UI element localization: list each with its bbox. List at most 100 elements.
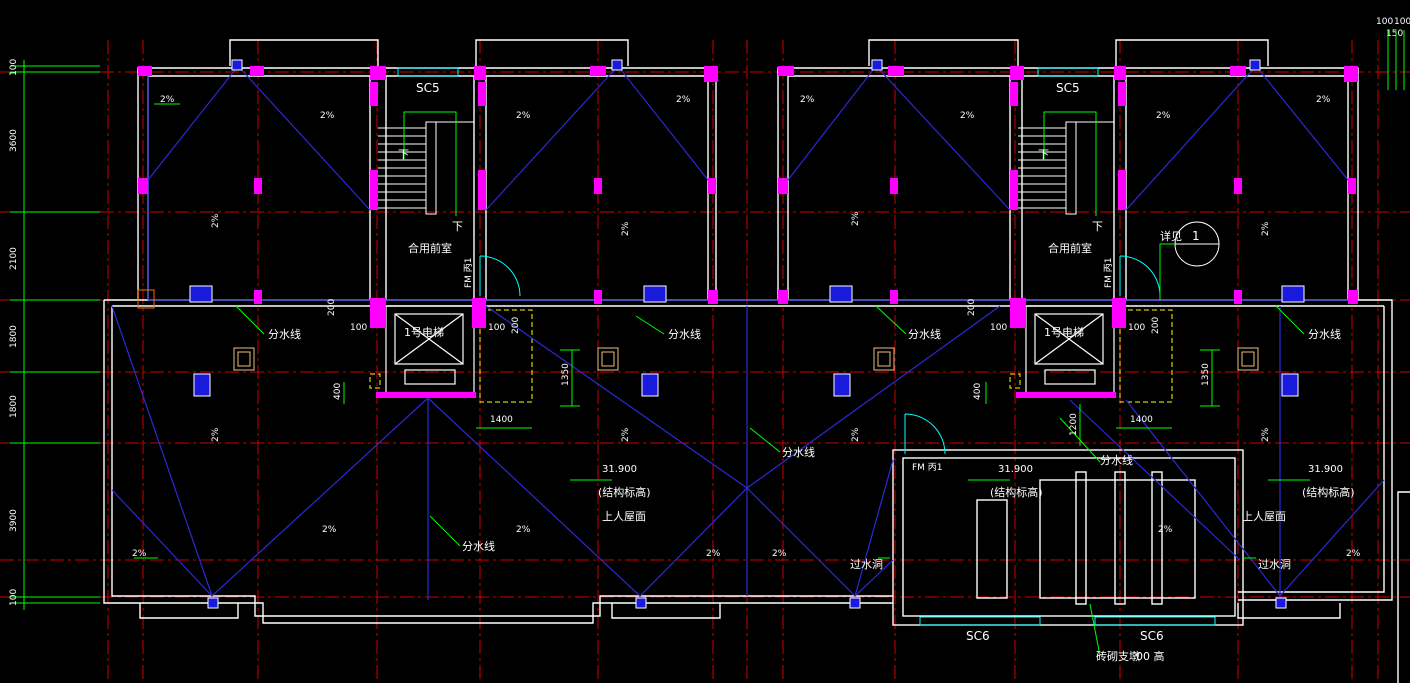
slope-5: 2% — [800, 95, 815, 105]
slope-1: 2% — [160, 95, 175, 105]
roof-vents — [233, 347, 1259, 371]
brick-support-height: 00 高 — [1136, 649, 1165, 663]
room-label-lobby-right: 合用前室 — [1048, 241, 1092, 255]
dim-left-2: 3600 — [9, 129, 19, 152]
small-dim-200-a: 200 — [511, 317, 521, 334]
dim-left-5: 1800 — [9, 395, 19, 418]
drain-divide-lines — [111, 65, 1385, 600]
stair-arrows — [403, 111, 1097, 216]
slope-9: 2% — [211, 213, 221, 228]
small-dim-100-right: 100 — [990, 323, 1007, 333]
small-dim-400-right: 400 — [973, 383, 983, 400]
small-dim-1350-left: 1350 — [561, 363, 571, 386]
divide-line-5: 分水线 — [782, 445, 815, 459]
left-dimension-values: 100 3600 2100 1800 1800 3900 100 — [9, 59, 19, 606]
columns — [137, 66, 1358, 328]
slope-22: 2% — [1158, 525, 1173, 535]
fire-door-machine: FM 丙1 — [912, 462, 943, 473]
divide-line-6: 分水线 — [462, 539, 495, 553]
fire-doors — [479, 255, 1161, 455]
elevator-sills — [376, 392, 1116, 398]
walls — [103, 39, 1410, 683]
window-label-sc5-left: SC5 — [416, 81, 440, 95]
labels: SC5 SC5 SC6 SC6 合用前室 合用前室 下 下 下 下 1号电梯 1… — [132, 81, 1361, 663]
slope-14: 2% — [621, 427, 631, 442]
dim-tr-3: 150 — [1386, 29, 1403, 39]
fire-door-right: FM 丙1 — [1103, 257, 1114, 288]
divide-line-3: 分水线 — [908, 327, 941, 341]
elevator-label-left: 1号电梯 — [404, 326, 444, 339]
stair-left — [378, 121, 474, 215]
divide-line-2: 分水线 — [668, 327, 701, 341]
slope-7: 2% — [1156, 111, 1171, 121]
roof-drains — [189, 59, 1305, 609]
small-dim-1400-left: 1400 — [490, 415, 513, 425]
stair-down-3: 下 — [1038, 148, 1049, 161]
overflow-hole-right: 过水洞 — [1258, 558, 1291, 571]
stair-down-2: 下 — [452, 220, 463, 233]
leaders — [134, 103, 1310, 657]
slope-3: 2% — [516, 111, 531, 121]
small-dim-200-left: 200 — [327, 299, 337, 316]
slope-16: 2% — [1261, 427, 1271, 442]
elevation-mid: 31.900 — [998, 464, 1033, 475]
small-dim-200-right: 200 — [967, 299, 977, 316]
overflow-hole-left: 过水洞 — [850, 558, 883, 571]
structural-level-right: (结构标高) — [1302, 485, 1355, 499]
elevation-left: 31.900 — [602, 464, 637, 475]
elevator-label-right: 1号电梯 — [1044, 326, 1084, 339]
slope-10: 2% — [621, 221, 631, 236]
dim-tr-2: 100 — [1394, 17, 1410, 27]
slope-12: 2% — [1261, 221, 1271, 236]
elevation-right: 31.900 — [1308, 464, 1343, 475]
slope-8: 2% — [1316, 95, 1331, 105]
slope-13: 2% — [211, 427, 221, 442]
axis-grid — [0, 40, 1410, 683]
small-dim-1350-right: 1350 — [1201, 363, 1211, 386]
divide-line-7: 分水线 — [1100, 453, 1133, 467]
elevator-shafts — [385, 305, 1115, 395]
slope-2: 2% — [320, 111, 335, 121]
fire-door-left: FM 丙1 — [463, 257, 474, 288]
slope-20: 2% — [706, 549, 721, 559]
structural-level-left: (结构标高) — [598, 485, 651, 499]
small-dim-100-b: 100 — [1128, 323, 1145, 333]
slope-19: 2% — [132, 549, 147, 559]
small-dim-200-b: 200 — [1151, 317, 1161, 334]
dim-left-7: 100 — [9, 589, 19, 606]
dim-tr-1: 100 — [1376, 17, 1393, 27]
slope-11: 2% — [851, 211, 861, 226]
dim-left-3: 2100 — [9, 247, 19, 270]
slope-21: 2% — [772, 549, 787, 559]
stair-right — [1018, 121, 1114, 215]
brick-support-label: 砖砌支墩 — [1096, 649, 1140, 663]
detail-ref: 详见 — [1160, 229, 1182, 243]
dim-left-1: 100 — [9, 59, 19, 76]
dim-left-4: 1800 — [9, 325, 19, 348]
roof-type-right: 上人屋面 — [1242, 510, 1286, 523]
detail-number: 1 — [1192, 229, 1200, 243]
slope-4: 2% — [676, 95, 691, 105]
stair-down-4: 下 — [1092, 220, 1103, 233]
window-label-sc6-right: SC6 — [1140, 629, 1164, 643]
divide-line-4: 分水线 — [1308, 327, 1341, 341]
window-label-sc6-left: SC6 — [966, 629, 990, 643]
divide-line-1: 分水线 — [268, 327, 301, 341]
small-dim-1400-right: 1400 — [1130, 415, 1153, 425]
small-dim-400-left: 400 — [333, 383, 343, 400]
structural-level-mid: (结构标高) — [990, 485, 1043, 499]
slope-17: 2% — [322, 525, 337, 535]
small-dim-1200: 1200 — [1069, 413, 1079, 436]
slope-15: 2% — [851, 427, 861, 442]
slope-6: 2% — [960, 111, 975, 121]
topright-dim-lines — [1387, 30, 1405, 90]
slope-23: 2% — [1346, 549, 1361, 559]
windows — [397, 67, 1216, 626]
slope-18: 2% — [516, 525, 531, 535]
dim-left-6: 3900 — [9, 509, 19, 532]
small-dim-100-a: 100 — [488, 323, 505, 333]
topright-dimensions: 100 100 150 — [1376, 17, 1410, 39]
yellow-dashed-boxes — [369, 309, 1173, 403]
window-label-sc5-right: SC5 — [1056, 81, 1080, 95]
